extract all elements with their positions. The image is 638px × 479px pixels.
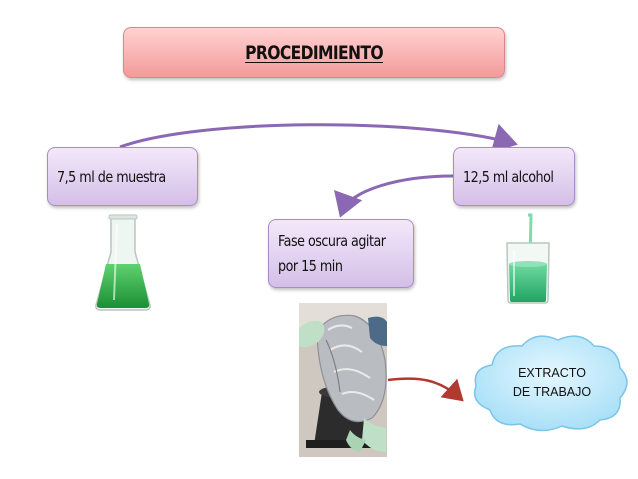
arrow-alcohol-to-fase	[342, 176, 453, 212]
foil-bottle-photo	[299, 303, 387, 457]
cloud-label-line1: EXTRACTO	[492, 364, 612, 383]
cloud-label-line2: DE TRABAJO	[492, 383, 612, 402]
arrow-to-extract	[388, 379, 460, 398]
beaker-icon	[507, 215, 549, 303]
step-alcohol-box: 12,5 ml alcohol	[453, 147, 575, 206]
title-box: PROCEDIMIENTO	[123, 27, 505, 78]
page-title: PROCEDIMIENTO	[245, 42, 383, 64]
step-fase-box: Fase oscura agitar por 15 min	[268, 219, 414, 288]
cloud-label: EXTRACTO DE TRABAJO	[492, 364, 612, 402]
step-alcohol-label: 12,5 ml alcohol	[463, 168, 553, 186]
flask-icon	[96, 215, 150, 310]
step-fase-label-line2: por 15 min	[278, 254, 342, 279]
arrow-muestra-to-alcohol	[120, 125, 512, 147]
step-fase-label-line1: Fase oscura agitar	[278, 229, 385, 254]
step-muestra-box: 7,5 ml de muestra	[47, 147, 198, 206]
step-muestra-label: 7,5 ml de muestra	[57, 168, 166, 186]
